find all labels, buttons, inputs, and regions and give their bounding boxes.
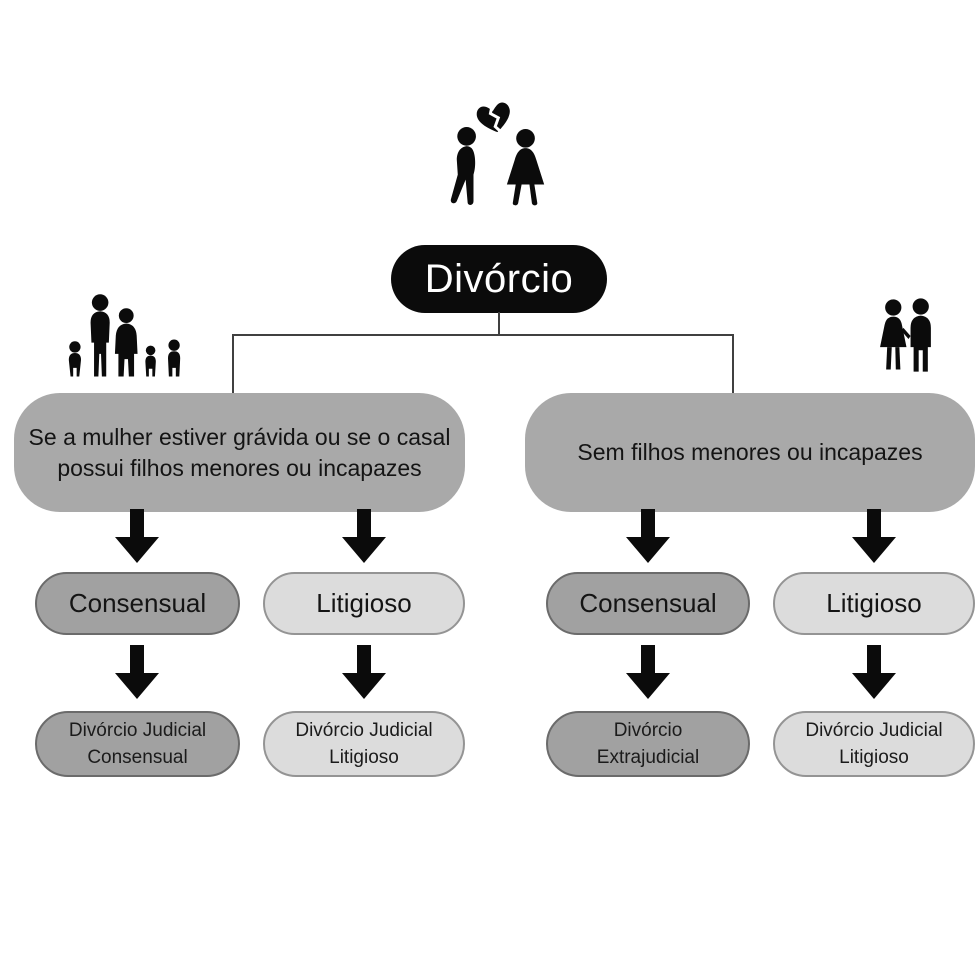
- outcome-line2: Consensual: [87, 747, 188, 768]
- broken-heart-couple-icon: [450, 102, 545, 206]
- option-label: Consensual: [579, 588, 717, 618]
- outcome-node-divorcio-judicial-litigioso-right: Divórcio Judicial Litigioso: [773, 711, 975, 777]
- down-arrow-icon: [342, 645, 386, 699]
- outcome-node-divorcio-judicial-litigioso-left: Divórcio Judicial Litigioso: [263, 711, 465, 777]
- option-label: Consensual: [68, 588, 207, 618]
- condition-node-without-children: Sem filhos menores ou incapazes: [525, 393, 975, 512]
- connector-root-drop: [498, 312, 500, 335]
- option-node-consensual-with-children: Consensual: [35, 572, 240, 635]
- root-node-divorcio: Divórcio: [391, 245, 607, 313]
- down-arrow-icon: [852, 645, 896, 699]
- option-label: Litigioso: [316, 588, 412, 618]
- outcome-line1: Divórcio Judicial: [295, 720, 433, 741]
- outcome-line1: Divórcio Judicial: [805, 720, 943, 741]
- family-with-children-icon: [68, 294, 181, 377]
- down-arrow-icon: [115, 645, 159, 699]
- outcome-line2: Litigioso: [839, 747, 909, 768]
- connector-horizontal: [232, 334, 734, 336]
- down-arrow-icon: [626, 645, 670, 699]
- outcome-line2: Extrajudicial: [596, 747, 700, 768]
- outcome-line1: Divórcio: [613, 720, 683, 741]
- condition-text-line1: Se a mulher estiver grávida ou se o casa…: [28, 423, 451, 450]
- condition-text-line2: possui filhos menores ou incapazes: [57, 454, 422, 481]
- option-node-consensual-without-children: Consensual: [546, 572, 750, 635]
- option-node-litigioso-with-children: Litigioso: [263, 572, 465, 635]
- outcome-node-divorcio-extrajudicial: Divórcio Extrajudicial: [546, 711, 750, 777]
- down-arrow-icon: [852, 509, 896, 563]
- outcome-line1: Divórcio Judicial: [68, 720, 207, 741]
- connector-left-drop: [232, 334, 234, 394]
- down-arrow-icon: [342, 509, 386, 563]
- couple-icon: [880, 298, 931, 372]
- condition-text-line1: Sem filhos menores ou incapazes: [577, 439, 923, 465]
- down-arrow-icon: [115, 509, 159, 563]
- outcome-node-divorcio-judicial-consensual: Divórcio Judicial Consensual: [35, 711, 240, 777]
- condition-node-with-children: Se a mulher estiver grávida ou se o casa…: [14, 393, 465, 512]
- outcome-line2: Litigioso: [329, 747, 399, 768]
- option-label: Litigioso: [826, 588, 922, 618]
- down-arrow-icon: [626, 509, 670, 563]
- option-node-litigioso-without-children: Litigioso: [773, 572, 975, 635]
- root-node-label: Divórcio: [424, 256, 574, 301]
- connector-right-drop: [732, 334, 734, 394]
